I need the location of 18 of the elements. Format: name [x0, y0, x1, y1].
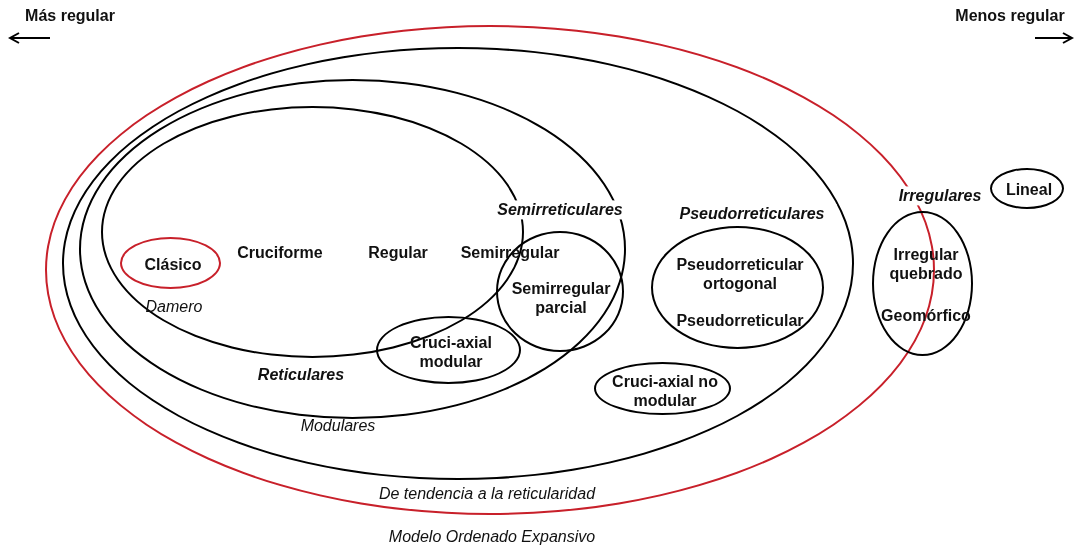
category-label: Cruci-axial modular [409, 332, 493, 372]
group-label: Modulares [299, 416, 377, 436]
caption-label: Damero [144, 297, 204, 317]
category-label: Clásico [143, 255, 203, 275]
set-ellipse [594, 362, 731, 415]
category-label: Más regular [24, 6, 116, 26]
category-label: Pseudorreticular ortogonal [675, 254, 805, 294]
category-label: Cruci-axial no modular [611, 371, 719, 411]
group-label: Modelo Ordenado Expansivo [387, 527, 597, 547]
set-ellipse [376, 316, 521, 384]
category-label: Menos regular [954, 6, 1066, 26]
category-label: Semirregular parcial [511, 278, 611, 318]
category-label: Pseudorreticular [675, 311, 805, 331]
set-ellipse [990, 168, 1064, 209]
group-label: De tendencia a la reticularidad [377, 484, 597, 504]
category-label: Regular [367, 243, 429, 263]
category-label: Cruciforme [236, 243, 324, 263]
category-label: Lineal [1004, 180, 1054, 200]
